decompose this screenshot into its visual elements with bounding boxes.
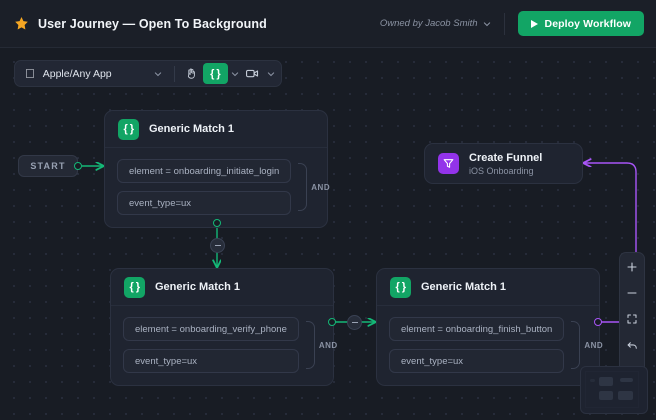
app-selector[interactable]:  Apple/Any App — [19, 61, 169, 86]
minimap-node — [599, 377, 613, 386]
undo-icon — [627, 341, 637, 349]
braces-icon: { } — [118, 118, 139, 140]
header-divider — [503, 12, 505, 35]
zoom-in-button[interactable] — [623, 259, 641, 275]
fit-screen-icon — [627, 314, 637, 324]
port-bottomleft-out[interactable] — [328, 318, 336, 326]
code-tool-group: { } — [200, 63, 241, 84]
code-tool-button[interactable]: { } — [200, 63, 228, 84]
fit-view-button[interactable] — [623, 311, 641, 327]
operator-label: AND — [311, 182, 331, 192]
condition-pill[interactable]: event_type=ux — [123, 349, 299, 373]
chevron-down-icon — [154, 71, 161, 76]
undo-button[interactable] — [623, 337, 641, 353]
operator-bracket — [298, 163, 308, 211]
deploy-button-label: Deploy Workflow — [544, 17, 631, 30]
operator-label: AND — [318, 340, 338, 350]
node-title: Generic Match 1 — [155, 281, 240, 293]
node-generic-match-bottom-left[interactable]: { } Generic Match 1 element = onboarding… — [110, 268, 337, 386]
deploy-workflow-button[interactable]: Deploy Workflow — [517, 11, 644, 36]
plus-icon — [627, 262, 637, 272]
braces-icon: { } — [200, 67, 221, 80]
node-header: { } Generic Match 1 — [111, 269, 333, 306]
braces-icon: { } — [390, 276, 411, 298]
chevron-down-icon — [483, 21, 490, 26]
operator-group: AND — [305, 317, 338, 373]
port-bottomright-out[interactable] — [594, 318, 602, 326]
operator-group: AND — [298, 159, 330, 215]
start-node[interactable]: START — [18, 155, 78, 177]
operator-group: AND — [571, 317, 603, 373]
star-icon[interactable] — [14, 16, 29, 31]
funnel-title: Create Funnel — [469, 151, 543, 164]
minimap-node — [618, 391, 633, 400]
condition-list: element = onboarding_finish_button event… — [389, 317, 565, 373]
video-tool-button[interactable] — [241, 64, 264, 84]
node-body: element = onboarding_initiate_login even… — [105, 148, 330, 227]
funnel-icon — [438, 153, 459, 174]
header-left: User Journey — Open To Background — [0, 16, 267, 31]
port-top-out[interactable] — [213, 219, 221, 227]
pan-tool-button[interactable] — [180, 64, 203, 84]
node-body: element = onboarding_finish_button event… — [377, 306, 603, 385]
code-tool-dropdown[interactable] — [229, 70, 241, 78]
node-create-funnel[interactable]: Create Funnel iOS Onboarding — [424, 143, 583, 184]
condition-list: element = onboarding_verify_phone event_… — [123, 317, 299, 373]
minus-icon — [351, 321, 358, 324]
minimap-node — [590, 379, 595, 382]
condition-pill[interactable]: element = onboarding_initiate_login — [117, 159, 292, 183]
chevron-down-icon — [267, 71, 274, 76]
minimap[interactable] — [580, 366, 648, 414]
zoom-out-button[interactable] — [623, 285, 641, 301]
owner-dropdown[interactable]: Owned by Jacob Smith — [380, 18, 491, 29]
edge-collapse-button-horizontal[interactable] — [347, 315, 362, 330]
minimap-viewport[interactable] — [585, 371, 639, 408]
app-header: User Journey — Open To Background Owned … — [0, 0, 656, 48]
start-label: START — [30, 161, 66, 171]
funnel-text: Create Funnel iOS Onboarding — [469, 152, 542, 176]
node-title: Generic Match 1 — [421, 281, 506, 293]
operator-bracket — [305, 321, 315, 369]
minimap-node — [620, 378, 633, 382]
node-generic-match-bottom-right[interactable]: { } Generic Match 1 element = onboarding… — [376, 268, 603, 386]
condition-pill[interactable]: element = onboarding_finish_button — [389, 317, 565, 341]
owner-label: Owned by Jacob Smith — [379, 18, 478, 29]
condition-pill[interactable]: event_type=ux — [389, 349, 565, 373]
condition-pill[interactable]: element = onboarding_verify_phone — [123, 317, 299, 341]
minimap-node — [599, 391, 613, 400]
video-tool-group — [241, 64, 277, 84]
node-generic-match-top[interactable]: { } Generic Match 1 element = onboarding… — [104, 110, 330, 228]
app-selector-label: Apple/Any App — [33, 67, 112, 80]
node-title: Generic Match 1 — [149, 123, 234, 135]
toolbar-divider — [173, 65, 175, 82]
node-header: { } Generic Match 1 — [105, 111, 327, 148]
port-start-out[interactable] — [74, 162, 82, 170]
node-header: { } Generic Match 1 — [377, 269, 599, 306]
operator-bracket — [571, 321, 581, 369]
video-camera-icon — [245, 69, 258, 78]
hand-icon — [187, 68, 195, 79]
canvas-toolbar:  Apple/Any App { } — [14, 60, 282, 87]
page-title: User Journey — Open To Background — [38, 16, 267, 31]
edge-collapse-button-vertical[interactable] — [210, 238, 225, 253]
condition-pill[interactable]: event_type=ux — [117, 191, 292, 215]
minus-icon — [214, 244, 221, 247]
play-icon — [530, 19, 538, 28]
braces-icon: { } — [124, 276, 145, 298]
chevron-down-icon — [231, 71, 238, 76]
node-body: element = onboarding_verify_phone event_… — [111, 306, 337, 385]
operator-label: AND — [584, 340, 604, 350]
video-tool-dropdown[interactable] — [265, 70, 277, 78]
minus-icon — [627, 292, 637, 294]
header-right: Owned by Jacob Smith Deploy Workflow — [380, 11, 656, 36]
funnel-subtitle: iOS Onboarding — [469, 165, 534, 176]
condition-list: element = onboarding_initiate_login even… — [117, 159, 292, 215]
apple-icon:  — [25, 67, 35, 80]
